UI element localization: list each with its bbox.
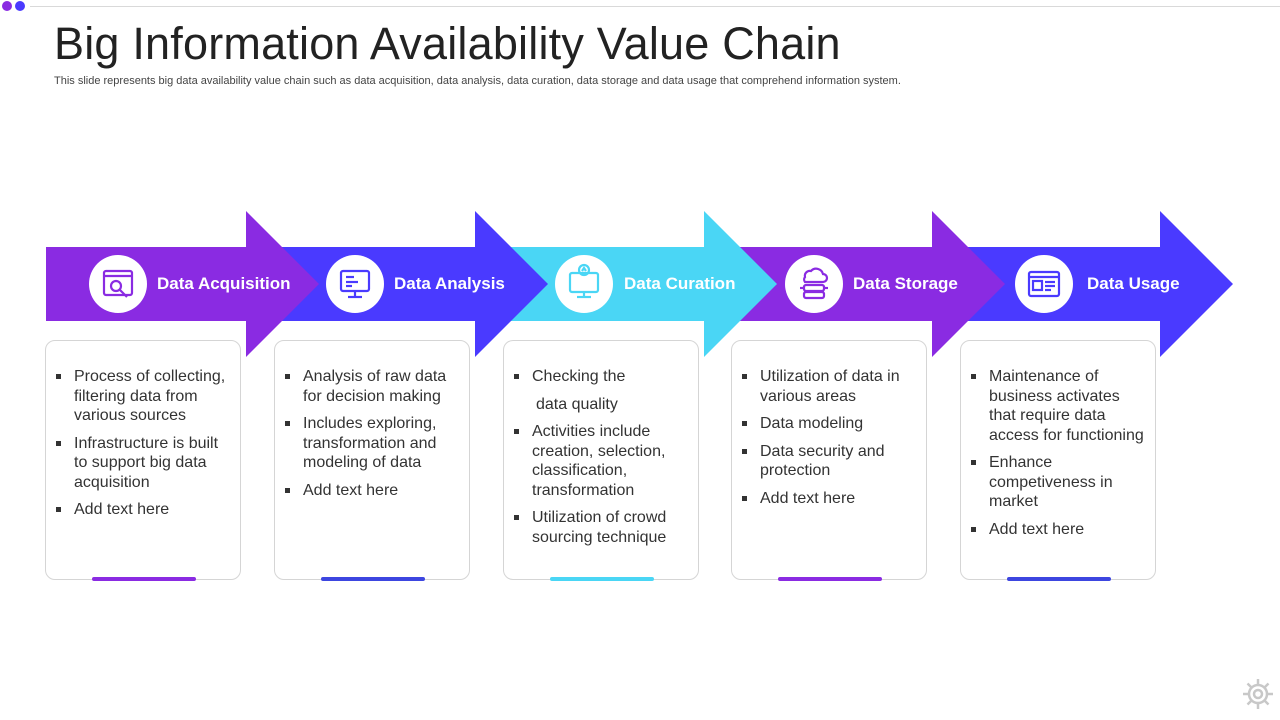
bullet-item: Add text here — [56, 500, 232, 520]
stage-card-data-curation: Checking the data quality Activities inc… — [503, 340, 699, 581]
bullet-item: Data modeling — [742, 414, 918, 434]
card-accent-bar — [1007, 577, 1111, 581]
page-subtitle: This slide represents big data availabil… — [54, 75, 901, 87]
bullet-item: Add text here — [971, 520, 1147, 540]
stage-card-data-analysis: Analysis of raw data for decision making… — [274, 340, 470, 581]
page-title: Big Information Availability Value Chain — [54, 18, 841, 69]
bullet-item: Utilization of data in various areas — [742, 367, 918, 406]
bullet-item: Activities include creation, selection, … — [514, 422, 690, 500]
arrow-data-analysis — [270, 211, 548, 357]
stage-card-data-storage: Utilization of data in various areas Dat… — [731, 340, 927, 581]
bullet-item: Maintenance of business activates that r… — [971, 367, 1147, 445]
bullet-item: Includes exploring, transformation and m… — [285, 414, 461, 473]
card-accent-bar — [550, 577, 654, 581]
bullet-item: Utilization of crowd sourcing technique — [514, 508, 690, 547]
stage-label: Data Analysis — [394, 274, 505, 293]
bullet-item: data quality — [536, 395, 618, 413]
bullet-item: Checking the — [514, 367, 690, 387]
decor-dot-purple — [2, 1, 12, 11]
monitor-thumbsup-icon — [555, 255, 613, 313]
card-accent-bar — [92, 577, 196, 581]
arrow-data-storage — [730, 211, 1005, 357]
bullet-item: Analysis of raw data for decision making — [285, 367, 461, 406]
decor-dot-blue — [15, 1, 25, 11]
stage-label: Data Curation — [624, 274, 736, 293]
card-accent-bar — [778, 577, 882, 581]
bullet-item: Add text here — [742, 489, 918, 509]
dashboard-window-icon — [1015, 255, 1073, 313]
arrow-data-curation — [500, 211, 777, 357]
card-accent-bar — [321, 577, 425, 581]
stage-label: Data Usage — [1087, 274, 1180, 293]
bullet-item: Enhance competiveness in market — [971, 453, 1147, 512]
arrow-data-usage — [960, 211, 1233, 357]
monitor-chart-icon — [326, 255, 384, 313]
bullet-item: Add text here — [285, 481, 461, 501]
arrow-data-acquisition — [46, 211, 319, 357]
bullet-item: Process of collecting, filtering data fr… — [56, 367, 232, 426]
stage-label: Data Storage — [853, 274, 958, 293]
bullet-item: Infrastructure is built to support big d… — [56, 434, 232, 493]
top-divider — [30, 6, 1280, 7]
stage-card-data-usage: Maintenance of business activates that r… — [960, 340, 1156, 581]
stage-card-data-acquisition: Process of collecting, filtering data fr… — [45, 340, 241, 581]
stage-label: Data Acquisition — [157, 274, 291, 293]
cloud-server-icon — [785, 255, 843, 313]
browser-search-icon — [89, 255, 147, 313]
gear-icon[interactable] — [1240, 676, 1276, 712]
bullet-item: Data security and protection — [742, 442, 918, 481]
